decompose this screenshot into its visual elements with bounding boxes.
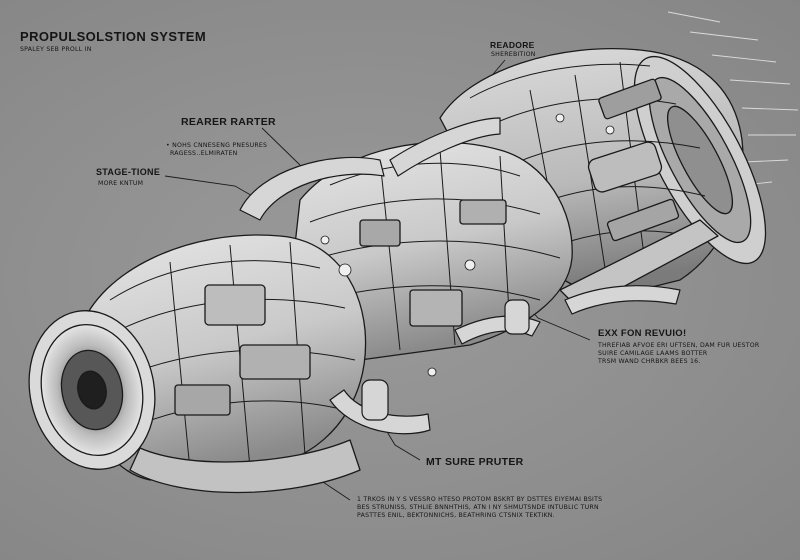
bolts xyxy=(320,113,615,377)
callout-mt-label: MT SURE PRUTER xyxy=(426,456,524,468)
diagram-title: PROPULSOLSTION SYSTEM xyxy=(20,29,207,44)
callout-rearer-sub-line: • NOHS CNNESENG PNESURES xyxy=(166,142,268,149)
callout-rearer-sub-line: RAGESS..ELMIRATEN xyxy=(170,150,238,157)
callout-readore-label: READORE xyxy=(490,40,535,50)
callout-exx-sub: THREFIAB AFVOE ERI UFTSEN, DAM FUR UESTO… xyxy=(598,342,759,366)
bottom-note-line: BES STRUNISS, STHLIE BNNHTHIS, ATN I NY … xyxy=(357,504,599,511)
callout-exx-sub-line: THREFIAB AFVOE ERI UFTSEN, DAM FUR UESTO… xyxy=(598,342,760,349)
pipes xyxy=(239,117,681,435)
callout-rearer-sub: • NOHS CNNESENG PNESURES RAGESS..ELMIRAT… xyxy=(166,142,267,158)
diagram-subtitle: SPALEY SEB PROLL IN xyxy=(20,46,92,53)
callout-stage-label: STAGE-TIONE xyxy=(96,167,161,177)
bottom-note: 1 TRKOS IN Y S VESSRO HTESO PROTOM BSKRT… xyxy=(357,496,602,520)
bottom-note-line: 1 TRKOS IN Y S VESSRO HTESO PROTOM BSKRT… xyxy=(357,496,603,503)
callout-stage-sub: MORE KNTUM xyxy=(98,180,144,187)
front-skid xyxy=(129,439,361,494)
callout-exx-sub-line: SUIRE CAMILAGE LAAMS BOTTER xyxy=(598,350,708,357)
engine xyxy=(28,48,767,494)
leader-rearer xyxy=(261,127,301,166)
bottom-note-line: PASTTES ENIL, BEKTONNICHS, BEATHRING CTS… xyxy=(357,512,555,519)
callout-exx-sub-line: TRSM WAND CHRBKR BEES 16. xyxy=(598,358,701,365)
callout-exx-label: EXX FON REVUIO! xyxy=(598,328,687,339)
callout-readore-sub: SHEREBITION xyxy=(491,51,536,58)
callout-rearer-label: REARER RARTER xyxy=(181,116,276,128)
